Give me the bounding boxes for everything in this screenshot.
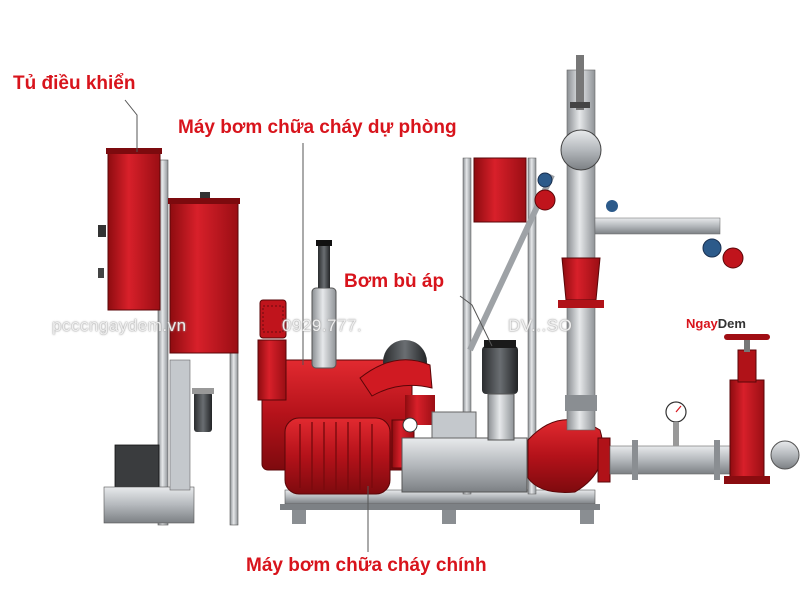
battery-box [115,445,159,487]
watermark-tail: DV...SO [508,316,572,336]
label-backup-pump: Máy bơm chữa cháy dự phòng [178,117,457,139]
discharge-flange-2 [714,440,720,480]
skid-foot-2 [442,510,456,524]
discharge-line [610,334,799,484]
branch-gauge-blue [703,239,721,257]
filter-cap [192,388,214,394]
cabinet-main [108,152,160,310]
pressure-gauge-left [403,418,417,432]
cabinet-base-panel [104,487,194,523]
label-main-pump: Máy bơm chữa cháy chính [246,555,487,577]
riser-lower-fitting [565,395,597,411]
branch-pressure-switch [606,200,618,212]
diesel-side-panel [258,340,286,400]
watermark-phone: 0929.777. [282,316,362,336]
branch-pipe-top [595,218,720,234]
skid-foot-3 [580,510,594,524]
main-gate-valve-stem [744,338,750,352]
check-valve-top [561,130,601,170]
exhaust-cap [316,240,332,246]
riser-top-spindle [576,55,584,110]
gauge-stem [673,422,679,446]
riser-pipe [567,70,595,430]
label-control-cabinet: Tủ điều khiển [13,73,135,95]
riser-red-flange [558,300,604,308]
skid-rail-lower [280,504,600,510]
gate-valve-blue [538,173,552,187]
jockey-base [432,412,476,438]
jockey-motor-cap [484,340,516,348]
logo-part-ngay: Ngay [686,316,718,331]
main-motor-body [285,418,390,494]
cabinet-main-top [106,148,162,154]
coupling-guard [402,438,527,492]
jockey-motor [482,346,518,394]
leader-control-cabinet [125,100,137,152]
exhaust-stack [318,240,330,288]
label-jockey-pump: Bơm bù áp [344,271,444,293]
frame-red-panel [474,158,526,222]
discharge-flange-1 [632,440,638,480]
cabinet-secondary-knob [200,192,210,198]
main-gate-valve-body [730,380,764,480]
watermark-site: pcccngaydem.vn [52,316,187,336]
main-pump-volute [528,420,603,493]
main-pump-suction-flange [598,438,610,482]
cabinet-secondary-top [168,198,240,204]
cabinet-handle [98,225,106,237]
skid-foot-1 [292,510,306,524]
riser-red-valve [562,258,600,300]
discharge-pipe [610,446,730,474]
jockey-pump [482,340,518,440]
main-gate-valve-handwheel [724,334,770,340]
main-electric-pump [285,412,610,494]
main-gate-valve-flange [724,476,770,484]
riser-handwheel [570,102,590,108]
main-gate-valve-yoke [738,350,756,382]
control-cabinet-group [98,148,240,525]
jockey-body [488,394,514,440]
gate-valve-red [535,190,555,210]
logo-part-dem: Dem [718,316,746,331]
branch-valve-red [723,248,743,268]
outlet-coupling [771,441,799,469]
cabinet-hinge [98,268,104,278]
filter-canister [194,392,212,432]
riser-piping [535,55,743,430]
cabinet-frame-column [170,360,190,490]
brand-logo: NgayDem [686,316,746,331]
